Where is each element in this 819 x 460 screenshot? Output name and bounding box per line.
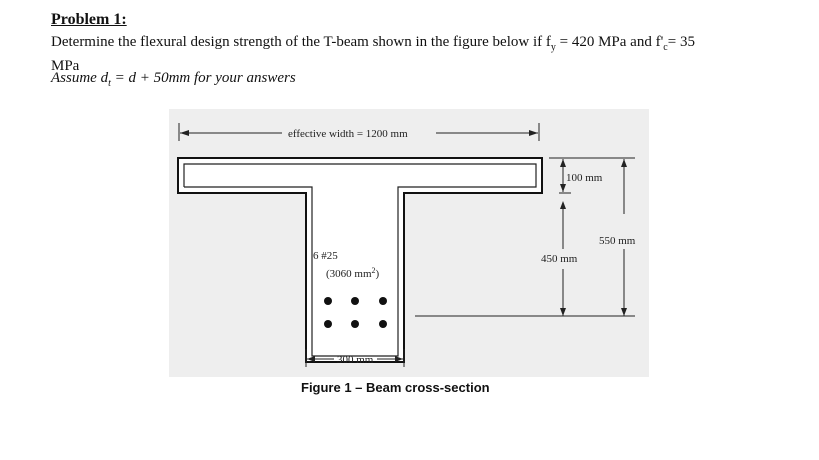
total-depth-label: 550 mm <box>599 235 636 247</box>
statement-units: MPa <box>51 58 80 74</box>
statement-mid: = 420 MPa and f' <box>555 34 664 50</box>
width-arrow-left <box>180 130 189 136</box>
t-beam-outline <box>177 157 543 363</box>
assumption-text: Assume d <box>51 70 109 86</box>
web-arrow-right <box>395 356 403 362</box>
rebar-dot <box>379 320 387 328</box>
rebar-dot <box>351 320 359 328</box>
problem-statement: Determine the flexural design strength o… <box>51 33 811 75</box>
dt-subscript: t <box>108 78 111 89</box>
assumption-note: Assume dt = d + 50mm for your answers <box>51 70 296 89</box>
rebar-dot <box>351 297 359 305</box>
rebar-dot <box>379 297 387 305</box>
figure-background <box>169 109 649 377</box>
statement-text: Determine the flexural design strength o… <box>51 34 551 50</box>
effective-depth-label: 450 mm <box>541 253 578 265</box>
fy-subscript: y <box>550 42 556 53</box>
rebar-dot <box>324 320 332 328</box>
total-depth-arrow-top <box>621 159 627 167</box>
stirrup-outline <box>183 163 537 357</box>
beam-cross-section-figure: effective width = 1200 mm 6 #25 (3060 mm… <box>177 123 636 367</box>
effective-width-label: effective width = 1200 mm <box>288 128 408 140</box>
web-arrow-left <box>307 356 315 362</box>
problem-heading: Problem 1: <box>51 11 127 28</box>
bar-count-label: 6 #25 <box>313 250 338 262</box>
flange-thickness-label: 100 mm <box>566 172 603 184</box>
rebar-dot <box>324 297 332 305</box>
flange-arrow-bottom <box>560 184 566 192</box>
assumption-rest: = d + 50mm for your answers <box>110 70 296 86</box>
figure-caption: Figure 1 – Beam cross-section <box>301 380 490 395</box>
web-width-label: 300 mm <box>337 354 374 366</box>
steel-area-label: (3060 mm2) <box>326 266 380 280</box>
statement-end: = 35 <box>667 34 695 50</box>
flange-arrow-top <box>560 159 566 167</box>
effective-depth-arrow-top <box>560 201 566 209</box>
effective-depth-arrow-bottom <box>560 308 566 316</box>
width-arrow-right <box>529 130 538 136</box>
total-depth-arrow-bottom <box>621 308 627 316</box>
steel-area-exponent: 2 <box>372 266 376 275</box>
steel-area-close: ) <box>376 268 380 280</box>
fc-subscript: c <box>663 42 668 53</box>
steel-area-value: (3060 mm <box>326 268 372 280</box>
